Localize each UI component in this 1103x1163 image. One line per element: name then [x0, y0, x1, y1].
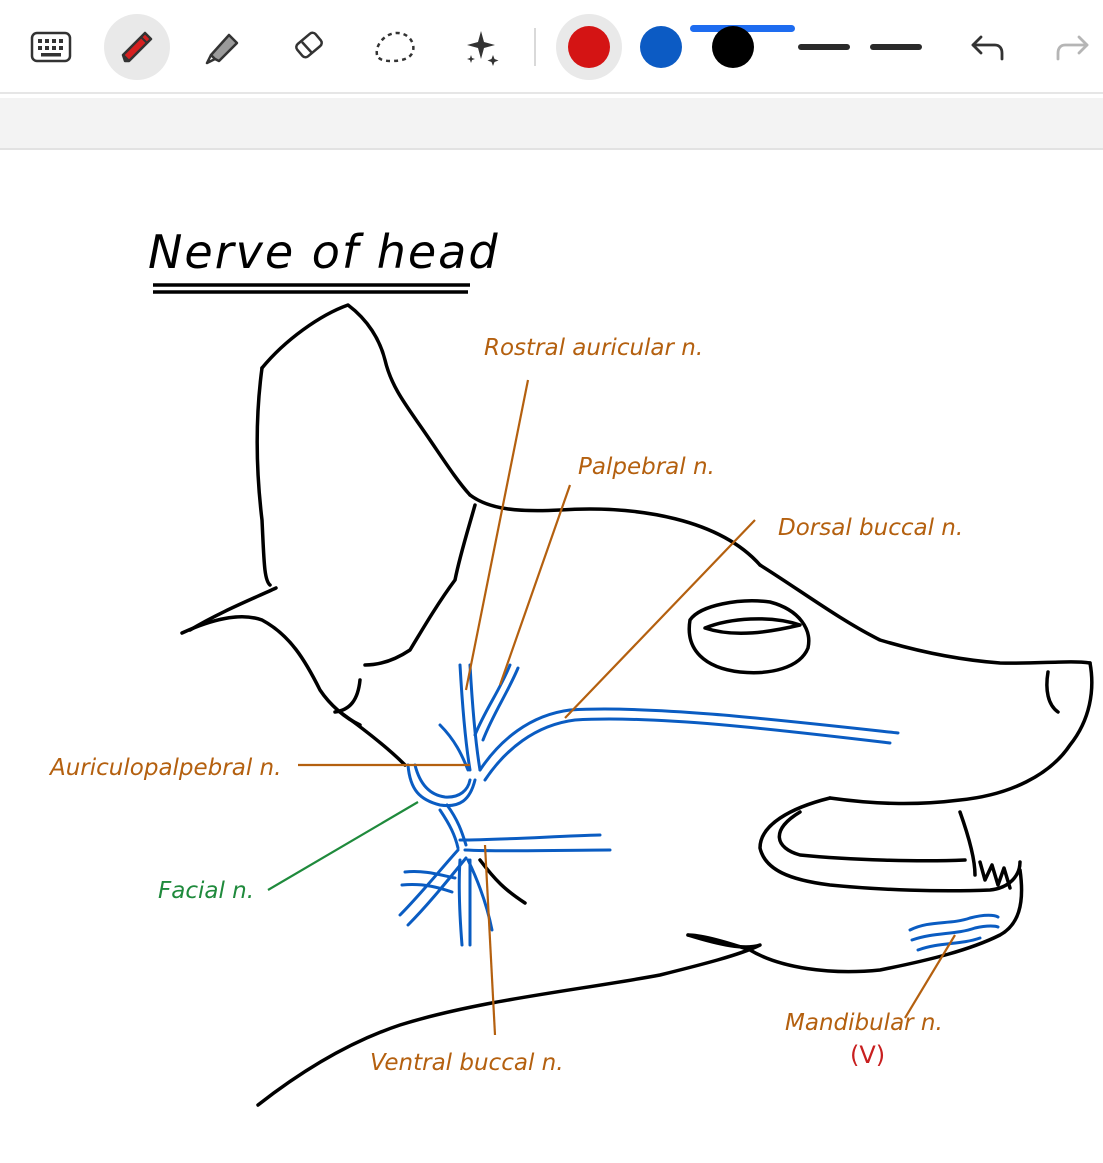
ink-effects-button[interactable]: [448, 14, 514, 80]
dog-head-outline: [180, 303, 1094, 1107]
label-mandibular: Mandibular n.: [785, 1010, 943, 1036]
ink-toolbar: [0, 0, 1103, 94]
redo-icon: [1053, 29, 1093, 65]
color-swatch-red[interactable]: [556, 14, 622, 80]
facial-leader-line: [267, 801, 419, 891]
stroke-size-medium[interactable]: [870, 44, 922, 50]
lasso-tool-button[interactable]: [362, 14, 428, 80]
label-palpebral: Palpebral n.: [578, 454, 715, 480]
drawing-canvas[interactable]: Nerve of head: [0, 150, 1103, 1163]
keyboard-icon: [30, 30, 72, 64]
ink-layer: Nerve of head: [48, 225, 1094, 1107]
eraser-icon: [287, 25, 331, 69]
label-mandibular-roman: (V): [850, 1041, 885, 1069]
label-leader-lines: [298, 379, 956, 1036]
pen-tool-button[interactable]: [104, 14, 170, 80]
color-swatch-blue[interactable]: [640, 26, 682, 68]
sparkle-icon: [459, 25, 503, 69]
label-rostral-auricular: Rostral auricular n.: [484, 335, 703, 361]
color-dot-red: [568, 26, 610, 68]
redo-button[interactable]: [1040, 14, 1103, 80]
color-swatch-black[interactable]: [712, 26, 754, 68]
keyboard-tool-button[interactable]: [18, 14, 84, 80]
label-ventral-buccal: Ventral buccal n.: [370, 1050, 564, 1076]
label-facial: Facial n.: [158, 878, 254, 904]
toolbar-divider: [534, 28, 536, 66]
drawing-title: Nerve of head: [148, 225, 500, 279]
label-dorsal-buccal: Dorsal buccal n.: [778, 515, 963, 541]
undo-icon: [967, 29, 1007, 65]
pen-icon: [115, 25, 159, 69]
ruler-bar: [0, 98, 1103, 150]
stroke-size-thin[interactable]: [798, 44, 850, 50]
nerve-drawing: [398, 663, 1000, 952]
highlighter-icon: [201, 25, 245, 69]
eraser-tool-button[interactable]: [276, 14, 342, 80]
highlighter-tool-button[interactable]: [190, 14, 256, 80]
title-underline: [153, 283, 470, 294]
label-auriculopalpebral: Auriculopalpebral n.: [48, 755, 281, 781]
lasso-select-icon: [371, 27, 419, 67]
undo-button[interactable]: [954, 14, 1020, 80]
